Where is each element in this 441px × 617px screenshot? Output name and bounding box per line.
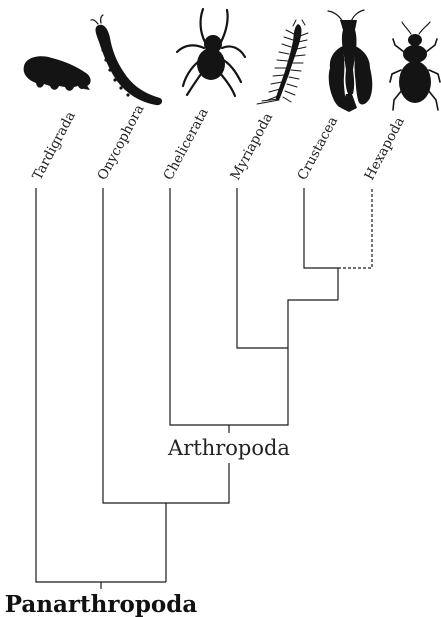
branch-tardigrada bbox=[36, 188, 166, 582]
branch-hexapoda bbox=[338, 188, 372, 268]
clade-label-arthropoda: Arthropoda bbox=[167, 436, 290, 460]
tardigrade-icon bbox=[24, 56, 91, 90]
taxon-label-chelicerata: Chelicerata bbox=[160, 105, 211, 182]
taxon-label-hexapoda: Hexapoda bbox=[361, 115, 407, 183]
lobster-icon bbox=[328, 10, 372, 112]
clade-label-panarthropoda: Panarthropoda bbox=[5, 591, 198, 617]
beetle-icon bbox=[390, 22, 440, 110]
centipede-icon bbox=[257, 20, 308, 104]
branch-chelicerata bbox=[170, 188, 288, 425]
taxon-label-onycophora: Onycophora bbox=[94, 102, 147, 183]
taxon-label-tardigrada: Tardigrada bbox=[29, 109, 78, 183]
velvet-worm-icon bbox=[91, 15, 162, 105]
spider-icon bbox=[177, 9, 245, 96]
branch-myriapoda bbox=[237, 188, 288, 348]
tree-branches bbox=[36, 188, 372, 589]
taxon-label-crustacea: Crustacea bbox=[294, 114, 341, 183]
branch-crustacea bbox=[304, 188, 338, 268]
taxon-labels: Tardigrada Onycophora Chelicerata Myriap… bbox=[29, 102, 407, 183]
branch-pancrustacea bbox=[288, 268, 338, 348]
taxon-label-myriapoda: Myriapoda bbox=[227, 110, 276, 183]
